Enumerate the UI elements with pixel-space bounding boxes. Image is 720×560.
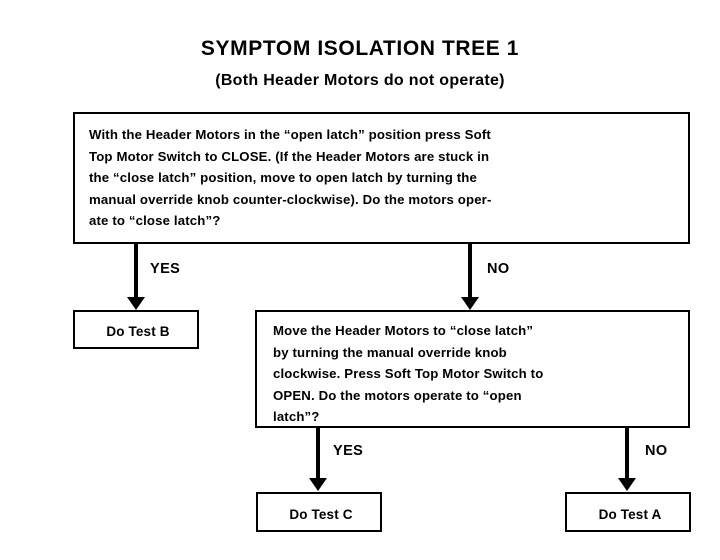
flow-node-question-2-text: Move the Header Motors to “close latch” … xyxy=(273,323,544,424)
flow-node-question-1-text: With the Header Motors in the “open latc… xyxy=(89,127,492,228)
arrow-shaft xyxy=(316,428,320,479)
flow-node-test-c-text: Do Test C xyxy=(289,507,353,522)
branch-label-question-1-no: NO xyxy=(487,261,510,277)
arrow-head-icon xyxy=(127,297,145,310)
page-subtitle: (Both Header Motors do not operate) xyxy=(215,72,505,89)
arrow-shaft xyxy=(134,244,138,298)
flow-node-test-b: Do Test B xyxy=(73,310,199,349)
page-title: SYMPTOM ISOLATION TREE 1 xyxy=(200,37,520,60)
flow-node-question-2: Move the Header Motors to “close latch” … xyxy=(255,310,690,428)
branch-label-question-2-no: NO xyxy=(645,443,668,459)
branch-label-question-1-yes: YES xyxy=(150,261,181,277)
flow-node-test-a: Do Test A xyxy=(565,492,691,532)
arrow-head-icon xyxy=(461,297,479,310)
arrow-head-icon xyxy=(618,478,636,491)
flow-node-test-c: Do Test C xyxy=(256,492,382,532)
arrow-shaft xyxy=(468,244,472,298)
arrow-shaft xyxy=(625,428,629,479)
branch-label-question-2-yes: YES xyxy=(333,443,364,459)
arrow-head-icon xyxy=(309,478,327,491)
flow-node-question-1: With the Header Motors in the “open latc… xyxy=(73,112,690,244)
flow-node-test-a-text: Do Test A xyxy=(598,507,662,522)
flow-node-test-b-text: Do Test B xyxy=(106,324,170,339)
